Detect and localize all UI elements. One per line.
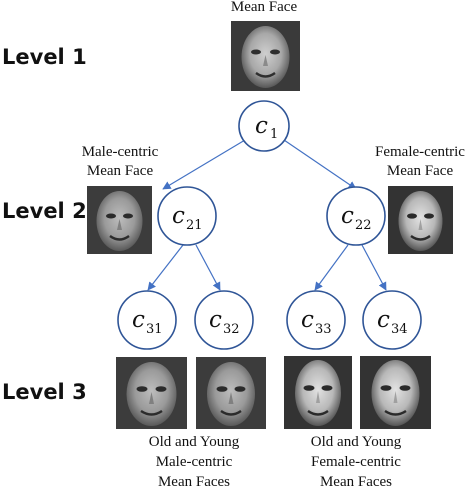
caption-old-young-male-line-1: Old and Young bbox=[149, 434, 240, 450]
node-c34: c 34 bbox=[362, 290, 422, 350]
edge-c22-c34 bbox=[361, 244, 387, 291]
caption-old-young-male-line-3: Mean Faces bbox=[158, 474, 230, 489]
node-c33-subscript: 33 bbox=[315, 322, 332, 337]
face-image-young-female bbox=[360, 356, 431, 429]
caption-old-young-female-line-3: Mean Faces bbox=[320, 474, 392, 489]
node-c31: c 31 bbox=[117, 290, 177, 350]
caption-female-line-1: Female-centric bbox=[375, 144, 465, 160]
caption-mean-face: Mean Face bbox=[231, 0, 298, 15]
caption-male-line-1: Male-centric bbox=[82, 144, 159, 160]
face-image-male-centric bbox=[87, 186, 152, 254]
caption-old-young-female-line-2: Female-centric bbox=[311, 454, 401, 470]
node-c1-letter: c bbox=[255, 113, 268, 139]
level-1-label: Level 1 bbox=[2, 45, 87, 69]
node-c21: c 21 bbox=[157, 186, 217, 246]
caption-old-young-male-line-2: Male-centric bbox=[156, 454, 233, 470]
node-c32: c 32 bbox=[194, 290, 254, 350]
face-image-female-centric bbox=[388, 186, 453, 254]
node-c21-letter: c bbox=[172, 203, 185, 229]
node-c1-subscript: 1 bbox=[270, 127, 278, 142]
level-2-label: Level 2 bbox=[2, 199, 87, 223]
edge-c21-c32 bbox=[195, 244, 221, 291]
node-c34-subscript: 34 bbox=[391, 322, 408, 337]
caption-old-young-female-line-1: Old and Young bbox=[311, 434, 402, 450]
caption-female-line-2: Mean Face bbox=[387, 163, 454, 179]
node-c33-letter: c bbox=[301, 307, 314, 333]
node-c33: c 33 bbox=[286, 290, 346, 350]
node-c32-subscript: 32 bbox=[223, 322, 240, 337]
node-c22: c 22 bbox=[326, 186, 386, 246]
face-image-mean bbox=[231, 21, 300, 91]
node-c31-subscript: 31 bbox=[146, 322, 163, 337]
node-c22-subscript: 22 bbox=[355, 218, 372, 233]
caption-male-line-2: Mean Face bbox=[87, 163, 154, 179]
node-c31-letter: c bbox=[132, 307, 145, 333]
face-image-old-female bbox=[284, 356, 352, 429]
node-c32-letter: c bbox=[209, 307, 222, 333]
edge-c21-c31 bbox=[147, 244, 184, 291]
face-image-young-male bbox=[196, 357, 266, 429]
edge-c22-c33 bbox=[314, 244, 349, 291]
level-3-label: Level 3 bbox=[2, 380, 87, 404]
edge-c1-c22 bbox=[283, 139, 357, 190]
edge-c1-c21 bbox=[162, 139, 246, 190]
node-c21-subscript: 21 bbox=[186, 218, 203, 233]
node-c22-letter: c bbox=[341, 203, 354, 229]
node-c1: c 1 bbox=[238, 100, 290, 152]
node-c34-letter: c bbox=[377, 307, 390, 333]
face-image-old-male bbox=[116, 357, 187, 429]
